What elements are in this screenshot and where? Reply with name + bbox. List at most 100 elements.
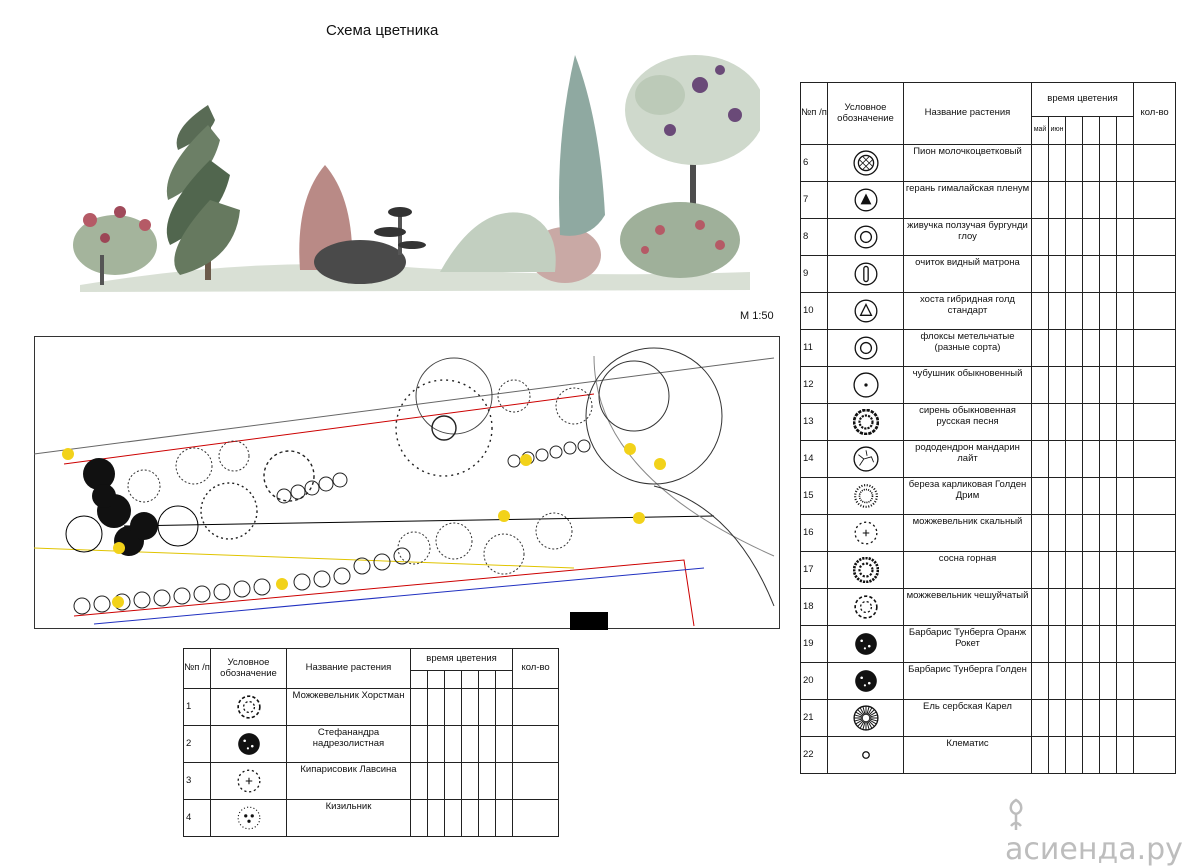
bloom-cell bbox=[1082, 181, 1100, 219]
bloom-cell bbox=[1099, 329, 1117, 367]
bloom-cell bbox=[1048, 514, 1066, 552]
bloom-cell bbox=[1099, 736, 1117, 774]
bloom-cell bbox=[1031, 736, 1049, 774]
table-row: 13 сирень обыкновенная русская песня bbox=[800, 403, 1177, 441]
scale-label: М 1:50 bbox=[740, 310, 774, 322]
row-number: 22 bbox=[800, 736, 828, 774]
plan-radial-trees bbox=[200, 379, 493, 540]
sketch-weeping-conifer bbox=[166, 105, 240, 280]
bloom-cell bbox=[1115, 292, 1135, 330]
bloom-cell bbox=[1099, 366, 1117, 404]
row-symbol bbox=[210, 799, 287, 837]
bloom-cell bbox=[461, 725, 479, 763]
count-cell bbox=[1133, 181, 1177, 219]
table-row: 3 Кипарисовик Лавсина bbox=[183, 762, 560, 800]
row-symbol bbox=[827, 736, 904, 774]
bloom-cell bbox=[1048, 218, 1066, 256]
legend-symbol-dashed-ring-icon bbox=[853, 595, 878, 619]
row-plant-name: Барбарис Тунберга Оранж Рокет bbox=[903, 625, 1032, 663]
plan-yellow-markers bbox=[62, 443, 666, 608]
row-number: 18 bbox=[800, 588, 828, 626]
row-symbol bbox=[827, 255, 904, 293]
row-symbol bbox=[827, 625, 904, 663]
legend-symbol-dark-blob-icon bbox=[237, 733, 260, 755]
bloom-cell bbox=[1115, 218, 1135, 256]
legend-symbol-dark-blob-icon bbox=[854, 670, 877, 692]
row-number: 19 bbox=[800, 625, 828, 663]
bloom-cell bbox=[1082, 477, 1100, 515]
bloom-cell bbox=[1115, 662, 1135, 700]
row-plant-name: хоста гибридная голд стандарт bbox=[903, 292, 1032, 330]
bloom-cell bbox=[1031, 440, 1049, 478]
bloom-cell bbox=[1048, 366, 1066, 404]
bloom-cell bbox=[1115, 625, 1135, 663]
legend-symbol-dashed-cross-icon bbox=[237, 769, 260, 793]
bloom-cell bbox=[1099, 588, 1117, 626]
row-symbol bbox=[827, 551, 904, 589]
bloom-cell bbox=[478, 762, 496, 800]
bloom-cell bbox=[494, 688, 514, 726]
bloom-cell bbox=[1082, 329, 1100, 367]
header-symbol: Условное обозначение bbox=[827, 82, 904, 145]
legend-symbol-dotted-circle-icon bbox=[237, 806, 260, 830]
plan-border-planting bbox=[73, 439, 591, 615]
count-cell bbox=[512, 688, 560, 726]
row-plant-name: чубушник обыкновенный bbox=[903, 366, 1032, 404]
row-plant-name: рододендрон мандарин лайт bbox=[903, 440, 1032, 478]
bloom-cell bbox=[1082, 514, 1100, 552]
row-number: 14 bbox=[800, 440, 828, 478]
row-symbol bbox=[210, 688, 287, 726]
table-row: 16 можжевельник скальный bbox=[800, 514, 1177, 552]
bloom-cell bbox=[461, 799, 479, 837]
bloom-cell bbox=[1065, 255, 1083, 293]
table-row: 19 Барбарис Тунберга Оранж Рокет bbox=[800, 625, 1177, 663]
row-plant-name: Кизильник bbox=[286, 799, 411, 837]
table-row: 6 Пион молочкоцветковый bbox=[800, 144, 1177, 182]
bloom-cell bbox=[494, 725, 514, 763]
bloom-cell bbox=[461, 688, 479, 726]
bloom-cell bbox=[1048, 477, 1066, 515]
bloom-cell bbox=[1031, 366, 1049, 404]
bloom-cell bbox=[1065, 514, 1083, 552]
row-number: 13 bbox=[800, 403, 828, 441]
count-cell bbox=[1133, 662, 1177, 700]
bloom-cell bbox=[1099, 403, 1117, 441]
row-number: 1 bbox=[183, 688, 211, 726]
row-plant-name: герань гималайская пленум bbox=[903, 181, 1032, 219]
bloom-cell bbox=[1048, 144, 1066, 182]
row-symbol bbox=[827, 440, 904, 478]
legend-symbol-circle-triangle-icon bbox=[854, 299, 877, 323]
legend-symbol-scalloped-dark-icon bbox=[852, 409, 879, 435]
row-symbol bbox=[827, 514, 904, 552]
bloom-cell bbox=[427, 799, 445, 837]
bloom-cell bbox=[1065, 181, 1083, 219]
month-jun: июн bbox=[1048, 116, 1066, 145]
bloom-cell bbox=[1065, 218, 1083, 256]
row-plant-name: можжевельник чешуйчатый bbox=[903, 588, 1032, 626]
bloom-cell bbox=[1031, 514, 1049, 552]
count-cell bbox=[1133, 699, 1177, 737]
watermark-text: асиенда.ру bbox=[1005, 831, 1183, 867]
row-number: 15 bbox=[800, 477, 828, 515]
legend-table-right: №п /п Условное обозначение Название раст… bbox=[800, 82, 1177, 774]
bloom-cell bbox=[1048, 440, 1066, 478]
count-cell bbox=[1133, 144, 1177, 182]
count-cell bbox=[512, 725, 560, 763]
bloom-cell bbox=[1082, 403, 1100, 441]
bloom-cell bbox=[410, 762, 428, 800]
row-symbol bbox=[827, 403, 904, 441]
bloom-cell bbox=[1065, 699, 1083, 737]
bloom-cell bbox=[1115, 440, 1135, 478]
count-cell bbox=[1133, 588, 1177, 626]
bloom-cell bbox=[1082, 588, 1100, 626]
bloom-cell bbox=[1065, 292, 1083, 330]
row-plant-name: живучка ползучая бургунди глоу bbox=[903, 218, 1032, 256]
count-cell bbox=[1133, 366, 1177, 404]
header-name: Название растения bbox=[286, 648, 411, 689]
bloom-cell bbox=[427, 762, 445, 800]
